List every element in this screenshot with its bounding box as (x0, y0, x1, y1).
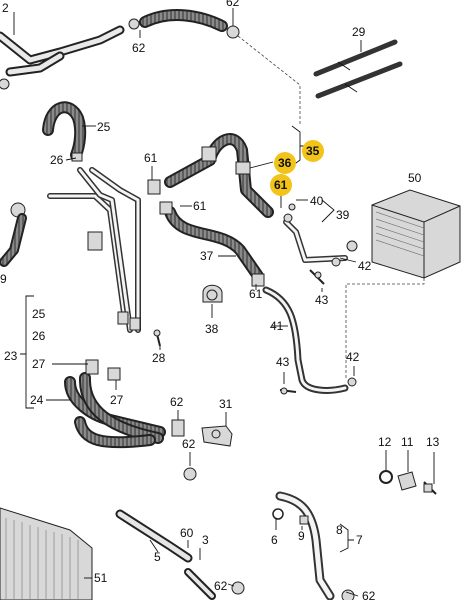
seal-6 (272, 508, 284, 520)
bolt-43-upper (309, 269, 325, 285)
label-13: 13 (426, 435, 440, 449)
label-61-d: 61 (249, 287, 263, 301)
highlight-badge-61 (270, 174, 292, 196)
label-38: 38 (205, 322, 219, 336)
label-3: 3 (202, 533, 209, 547)
label-43-a: 43 (315, 293, 329, 307)
leader-lines (13, 8, 435, 597)
label-11: 11 (401, 435, 414, 449)
label-62-d: 62 (214, 579, 228, 593)
label-8: 8 (336, 523, 343, 537)
label-9-b: 9 (298, 529, 305, 543)
oil-cooler-50 (331, 189, 461, 279)
label-62-b: 62 (170, 395, 184, 409)
radiator-51 (0, 507, 193, 600)
label-60: 60 (180, 526, 194, 540)
label-50: 50 (408, 171, 422, 185)
part-labels: 2 62 62 29 25 26 61 35 36 61 40 39 61 50… (0, 0, 440, 600)
label-27-a: 27 (32, 357, 46, 371)
label-26-b: 26 (32, 329, 46, 343)
label-6: 6 (271, 533, 278, 547)
label-23: 23 (4, 349, 18, 363)
clamp-62-d (231, 581, 245, 595)
highlight-badge-36 (274, 152, 296, 174)
clamp-62-c (183, 467, 197, 481)
label-31: 31 (219, 397, 233, 411)
label-26: 26 (50, 153, 64, 167)
label-25: 25 (97, 120, 111, 134)
label-5: 5 (154, 550, 161, 564)
label-7: 7 (356, 533, 363, 547)
dash-cooler (345, 278, 425, 380)
clamp-62-e (341, 589, 355, 600)
label-35: 35 (306, 144, 320, 158)
label-62-c: 62 (182, 437, 196, 451)
label-62-top: 62 (226, 0, 240, 9)
top-left-hose-assembly (0, 9, 240, 90)
label-28: 28 (152, 351, 166, 365)
label-43-b: 43 (276, 355, 290, 369)
middle-hose-assembly (147, 133, 274, 218)
label-29: 29 (352, 25, 366, 39)
label-37: 37 (200, 249, 214, 263)
label-27-b: 27 (110, 393, 124, 407)
bolt-28 (153, 329, 161, 347)
label-12: 12 (378, 435, 392, 449)
hose-25 (42, 101, 87, 162)
label-61-c: 61 (193, 199, 207, 213)
hose-37 (159, 201, 265, 287)
label-25-b: 25 (32, 307, 46, 321)
label-61-b: 61 (274, 178, 288, 192)
pipe-bundle (0, 167, 141, 333)
dash-frame-top (237, 35, 301, 125)
label-40: 40 (310, 194, 324, 208)
label-39: 39 (336, 208, 350, 222)
label-36: 36 (278, 156, 292, 170)
sensor-11 (397, 471, 417, 491)
label-61-a: 61 (144, 151, 158, 165)
hose-41 (262, 286, 357, 394)
hose-24-group (64, 359, 166, 449)
label-2: 2 (2, 1, 9, 15)
label-42-b: 42 (346, 350, 360, 364)
label-9: 9 (0, 272, 7, 286)
clamp-62-b (171, 419, 185, 437)
pipe-40 (283, 203, 348, 263)
bolt-13 (423, 481, 437, 495)
flange-31 (201, 425, 233, 447)
label-42-a: 42 (358, 259, 372, 273)
highlight-badge-35 (302, 140, 324, 162)
label-62-a: 62 (132, 41, 146, 55)
label-24: 24 (30, 393, 44, 407)
bolt-43-lower (279, 387, 297, 395)
label-41: 41 (270, 319, 284, 333)
bottom-hose-group (184, 491, 355, 600)
label-51: 51 (94, 571, 108, 585)
label-62-e: 62 (362, 589, 376, 600)
seal-12 (379, 470, 393, 484)
tie-strips-29 (313, 39, 403, 99)
clip-38 (202, 284, 223, 303)
